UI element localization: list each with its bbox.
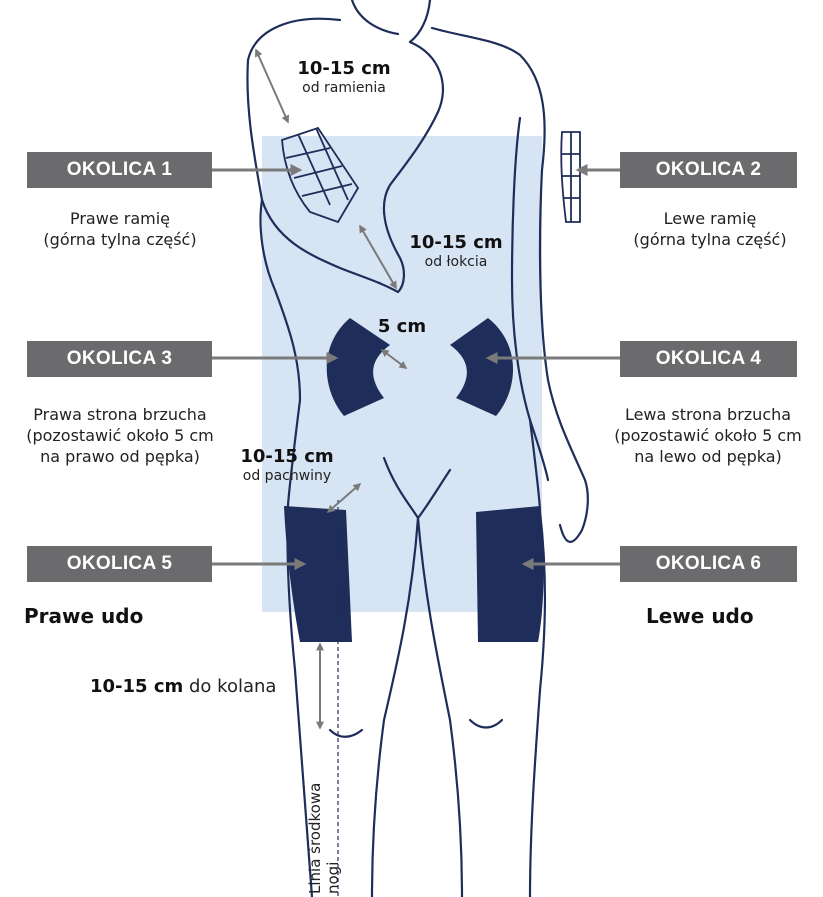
arm-grid-2: [561, 132, 580, 222]
region-2-line-1: Lewe ramię: [604, 208, 816, 229]
region-1-line-2: (górna tylna część): [14, 229, 226, 250]
midline-label-line-2: nogi: [324, 783, 342, 894]
groin-measurement-value: 10-15 cm: [226, 446, 348, 467]
region-label-4: OKOLICA 4: [620, 341, 797, 377]
region-label-1: OKOLICA 1: [27, 152, 212, 188]
region-4-description: Lewa strona brzucha (pozostawić około 5 …: [592, 404, 823, 467]
elbow-measurement-value: 10-15 cm: [398, 232, 514, 253]
groin-measurement: 10-15 cm od pachwiny: [226, 446, 348, 485]
knee-measurement-text: do kolana: [189, 676, 276, 697]
region-3-line-1: Prawa strona brzucha: [4, 404, 236, 425]
shoulder-measurement: 10-15 cm od ramienia: [286, 58, 402, 97]
region-4-line-1: Lewa strona brzucha: [592, 404, 823, 425]
zone-6-shape: [476, 506, 544, 642]
zone-5-shape: [284, 506, 352, 642]
region-5-description: Prawe udo: [24, 604, 143, 628]
region-2-description: Lewe ramię (górna tylna część): [604, 208, 816, 250]
region-label-2: OKOLICA 2: [620, 152, 797, 188]
navel-measurement: 5 cm: [372, 316, 432, 337]
shoulder-measurement-value: 10-15 cm: [286, 58, 402, 79]
region-3-line-2: (pozostawić około 5 cm: [4, 425, 236, 446]
region-1-description: Prawe ramię (górna tylna część): [14, 208, 226, 250]
shoulder-measurement-text: od ramienia: [286, 79, 402, 97]
midline-label: Linia środkowa nogi: [306, 783, 342, 894]
knee-measurement: 10-15 cm do kolana: [90, 676, 276, 697]
region-label-5: OKOLICA 5: [27, 546, 212, 582]
midline-label-line-1: Linia środkowa: [306, 783, 324, 894]
region-4-line-3: na lewo od pępka): [592, 446, 823, 467]
region-3-description: Prawa strona brzucha (pozostawić około 5…: [4, 404, 236, 467]
elbow-measurement: 10-15 cm od łokcia: [398, 232, 514, 271]
region-3-line-3: na prawo od pępka): [4, 446, 236, 467]
region-label-6: OKOLICA 6: [620, 546, 797, 582]
knee-measurement-value: 10-15 cm: [90, 676, 183, 697]
region-4-line-2: (pozostawić około 5 cm: [592, 425, 823, 446]
region-2-line-2: (górna tylna część): [604, 229, 816, 250]
groin-measurement-text: od pachwiny: [226, 467, 348, 485]
navel-measurement-value: 5 cm: [372, 316, 432, 337]
region-1-line-1: Prawe ramię: [14, 208, 226, 229]
region-label-3: OKOLICA 3: [27, 341, 212, 377]
elbow-measurement-text: od łokcia: [398, 253, 514, 271]
region-6-description: Lewe udo: [646, 604, 754, 628]
